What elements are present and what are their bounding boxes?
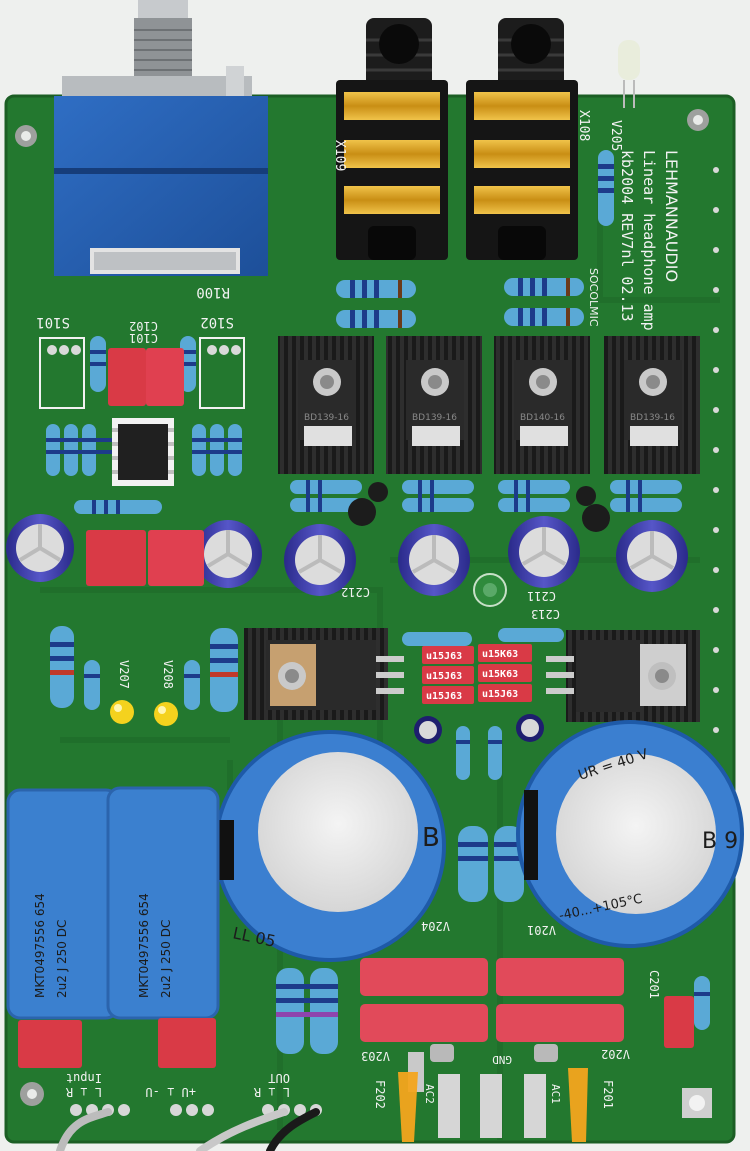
film-cap-2-label: MKT0497556 654 xyxy=(137,893,151,998)
label-supply-pins: +U ⊥ -U xyxy=(145,1085,196,1099)
blue-film-cap-right: MKT0497556 654 2u2 J 250 DC xyxy=(106,786,220,1020)
resistors xyxy=(46,150,710,1054)
red-cap-1: u15J63 xyxy=(426,651,462,662)
label-v208: V208 xyxy=(161,660,175,689)
jack-x108 xyxy=(466,18,578,260)
label-c102: C102 xyxy=(129,319,158,333)
small-elcaps xyxy=(414,714,544,744)
label-input: Input xyxy=(66,1071,102,1085)
edge-pads xyxy=(713,167,719,733)
led-v205 xyxy=(618,40,640,108)
label-x108: X108 xyxy=(576,110,591,141)
label-input-pins: L ⊥ R xyxy=(65,1085,102,1099)
film-cap-1-label: MKT0497556 654 xyxy=(33,893,47,998)
elcap-left-mark: B xyxy=(422,823,440,853)
opamp-ic xyxy=(112,418,174,486)
red-cap-2: u15K63 xyxy=(482,649,518,660)
small-transistors xyxy=(348,482,610,532)
transistor-2-label: BD139-16 xyxy=(412,413,457,423)
label-f202: F202 xyxy=(373,1080,387,1109)
film-caps-c101-c102 xyxy=(108,348,184,406)
label-v207: V207 xyxy=(117,660,131,689)
fuses xyxy=(398,1068,588,1142)
label-ac2: AC2 xyxy=(423,1084,436,1104)
regulator-left xyxy=(244,628,404,720)
label-v202: V202 xyxy=(601,1047,630,1061)
label-v203: V203 xyxy=(361,1049,390,1063)
label-v205: V205 xyxy=(608,120,623,151)
red-film-caps-row xyxy=(86,530,204,586)
potentiometer-r100 xyxy=(54,0,268,276)
bottom-red-caps xyxy=(18,958,694,1068)
label-c211: C211 xyxy=(527,589,556,603)
transistor-3-label: BD140-16 xyxy=(520,413,565,423)
connector-pins xyxy=(70,1104,322,1116)
silkscreen-labels: R100 X109 X108 V205 LEHMANNAUDIO Linear … xyxy=(36,110,681,1109)
label-f201: F201 xyxy=(601,1080,615,1109)
jack-x109 xyxy=(336,18,448,260)
label-s101: S101 xyxy=(36,314,70,330)
heatsink-transistors: BD139-16 BD139-16 BD140-16 BD139-16 xyxy=(278,336,700,474)
big-elcap-right: B 9 UR = 40 V -40...+105°C xyxy=(516,720,744,948)
board-logo: SOCOLMIC xyxy=(587,268,600,327)
big-elcap-left: B LL 05 xyxy=(214,730,446,962)
red-cap-4: u15K63 xyxy=(482,669,518,680)
label-c101: C101 xyxy=(129,331,158,345)
yellow-leds xyxy=(110,700,178,726)
small-red-caps: u15J63 u15K63 u15J63 u15K63 u15J63 u15J6… xyxy=(422,644,532,704)
label-r100: R100 xyxy=(196,284,230,300)
red-cap-3: u15J63 xyxy=(426,671,462,682)
film-cap-1-value: 2u2 J 250 DC xyxy=(55,920,69,998)
transistor-4-label: BD139-16 xyxy=(630,413,675,423)
electrolytic-caps-row xyxy=(6,514,688,596)
blue-film-cap-left: MKT0497556 654 2u2 J 250 DC xyxy=(6,788,120,1020)
red-cap-5: u15J63 xyxy=(426,691,462,702)
mounting-holes xyxy=(15,109,712,1118)
switches xyxy=(39,337,245,409)
label-gnd: GND xyxy=(492,1053,512,1066)
elcap-right-mark: B 9 xyxy=(702,829,738,854)
label-c212: C212 xyxy=(341,585,370,599)
label-c213: C213 xyxy=(531,607,560,621)
label-ac1: AC1 xyxy=(549,1084,562,1104)
board-brand: LEHMANNAUDIO xyxy=(662,150,681,282)
label-out: OUT xyxy=(268,1071,290,1085)
board-revision: kb2004 REV7nl 02.13 xyxy=(618,150,636,322)
label-s102: S102 xyxy=(200,314,234,330)
label-v204: V204 xyxy=(421,919,450,933)
red-cap-6: u15J63 xyxy=(482,689,518,700)
board-title: Linear headphone amp xyxy=(640,150,658,331)
label-x109: X109 xyxy=(332,140,347,171)
label-c201: C201 xyxy=(647,970,661,999)
regulator-right xyxy=(546,630,700,722)
film-cap-2-value: 2u2 J 250 DC xyxy=(159,920,173,998)
wires xyxy=(56,1108,320,1151)
label-out-pins: L ⊥ R xyxy=(253,1085,290,1099)
transistor-1-label: BD139-16 xyxy=(304,413,349,423)
label-v201: V201 xyxy=(527,923,556,937)
